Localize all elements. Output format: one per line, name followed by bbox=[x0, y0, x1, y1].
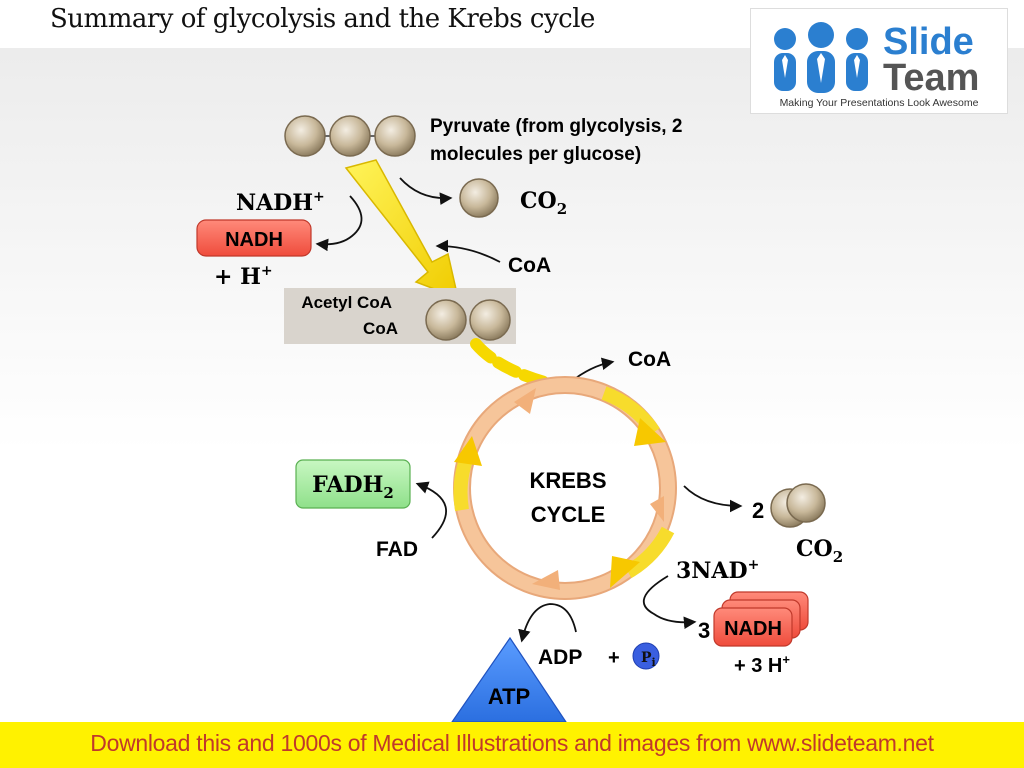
co2-right-label: CO2 bbox=[796, 536, 843, 566]
logo-word-team: Team bbox=[883, 57, 980, 99]
h-plus-left-label: + H+ bbox=[214, 263, 273, 290]
pyruvate-label-line2: molecules per glucose) bbox=[430, 144, 641, 165]
fadh2-box bbox=[295, 459, 411, 509]
nadh-count-label: 3 bbox=[698, 618, 710, 643]
plus-label: + bbox=[608, 647, 620, 669]
logo-tagline: Making Your Presentations Look Awesome bbox=[779, 97, 979, 109]
krebs-diagram: Pyruvate (from glycolysis, 2 molecules p… bbox=[196, 115, 843, 722]
phosphate-icon bbox=[632, 642, 660, 670]
krebs-cycle-ring bbox=[453, 376, 677, 600]
nadh-box-right-label: NADH bbox=[724, 618, 782, 640]
acetyl-coa-label: Acetyl CoA bbox=[301, 293, 392, 312]
fadh2-label: FADH2 bbox=[312, 472, 394, 502]
fad-label: FAD bbox=[376, 538, 418, 561]
download-banner-text[interactable]: Download this and 1000s of Medical Illus… bbox=[90, 730, 934, 756]
krebs-label-line2: CYCLE bbox=[531, 502, 606, 527]
co2-count-label: 2 bbox=[752, 498, 764, 523]
co2-top-label: CO2 bbox=[520, 188, 567, 218]
download-banner[interactable]: Download this and 1000s of Medical Illus… bbox=[0, 722, 1024, 768]
acetyl-ball-1 bbox=[425, 299, 467, 341]
nad-3-label: 3NAD+ bbox=[676, 557, 759, 584]
pyruvate-label-line1: Pyruvate (from glycolysis, 2 bbox=[430, 116, 682, 137]
adp-label: ADP bbox=[538, 646, 582, 669]
conversion-arrow bbox=[344, 159, 460, 300]
atp-label: ATP bbox=[488, 684, 530, 709]
co2-molecule-top bbox=[459, 178, 499, 218]
logo-word-slide: Slide bbox=[883, 21, 974, 63]
slideteam-logo[interactable]: Slide Team Making Your Presentations Loo… bbox=[750, 8, 1008, 114]
nadh-box-left bbox=[196, 219, 312, 257]
slide-background bbox=[0, 48, 1024, 720]
acetyl-coa-sublabel: CoA bbox=[363, 319, 398, 338]
coa-out-label: CoA bbox=[628, 348, 671, 371]
pyruvate-molecule bbox=[284, 115, 416, 157]
people-logo-icon bbox=[774, 22, 868, 93]
atp-triangle bbox=[451, 636, 567, 722]
acetyl-ball-2 bbox=[469, 299, 511, 341]
pi-label: Pi bbox=[641, 650, 656, 669]
krebs-label-line1: KREBS bbox=[529, 468, 606, 493]
h-3-label: + 3 H+ bbox=[734, 652, 790, 677]
nadh-box-right bbox=[713, 591, 809, 647]
co2-molecule-right bbox=[786, 483, 826, 523]
nadh-box-left-label: NADH bbox=[225, 229, 283, 251]
nadh-plus-label: NADH+ bbox=[236, 189, 325, 216]
coa-in-label: CoA bbox=[508, 254, 551, 277]
slide-title: Summary of glycolysis and the Krebs cycl… bbox=[50, 4, 595, 34]
